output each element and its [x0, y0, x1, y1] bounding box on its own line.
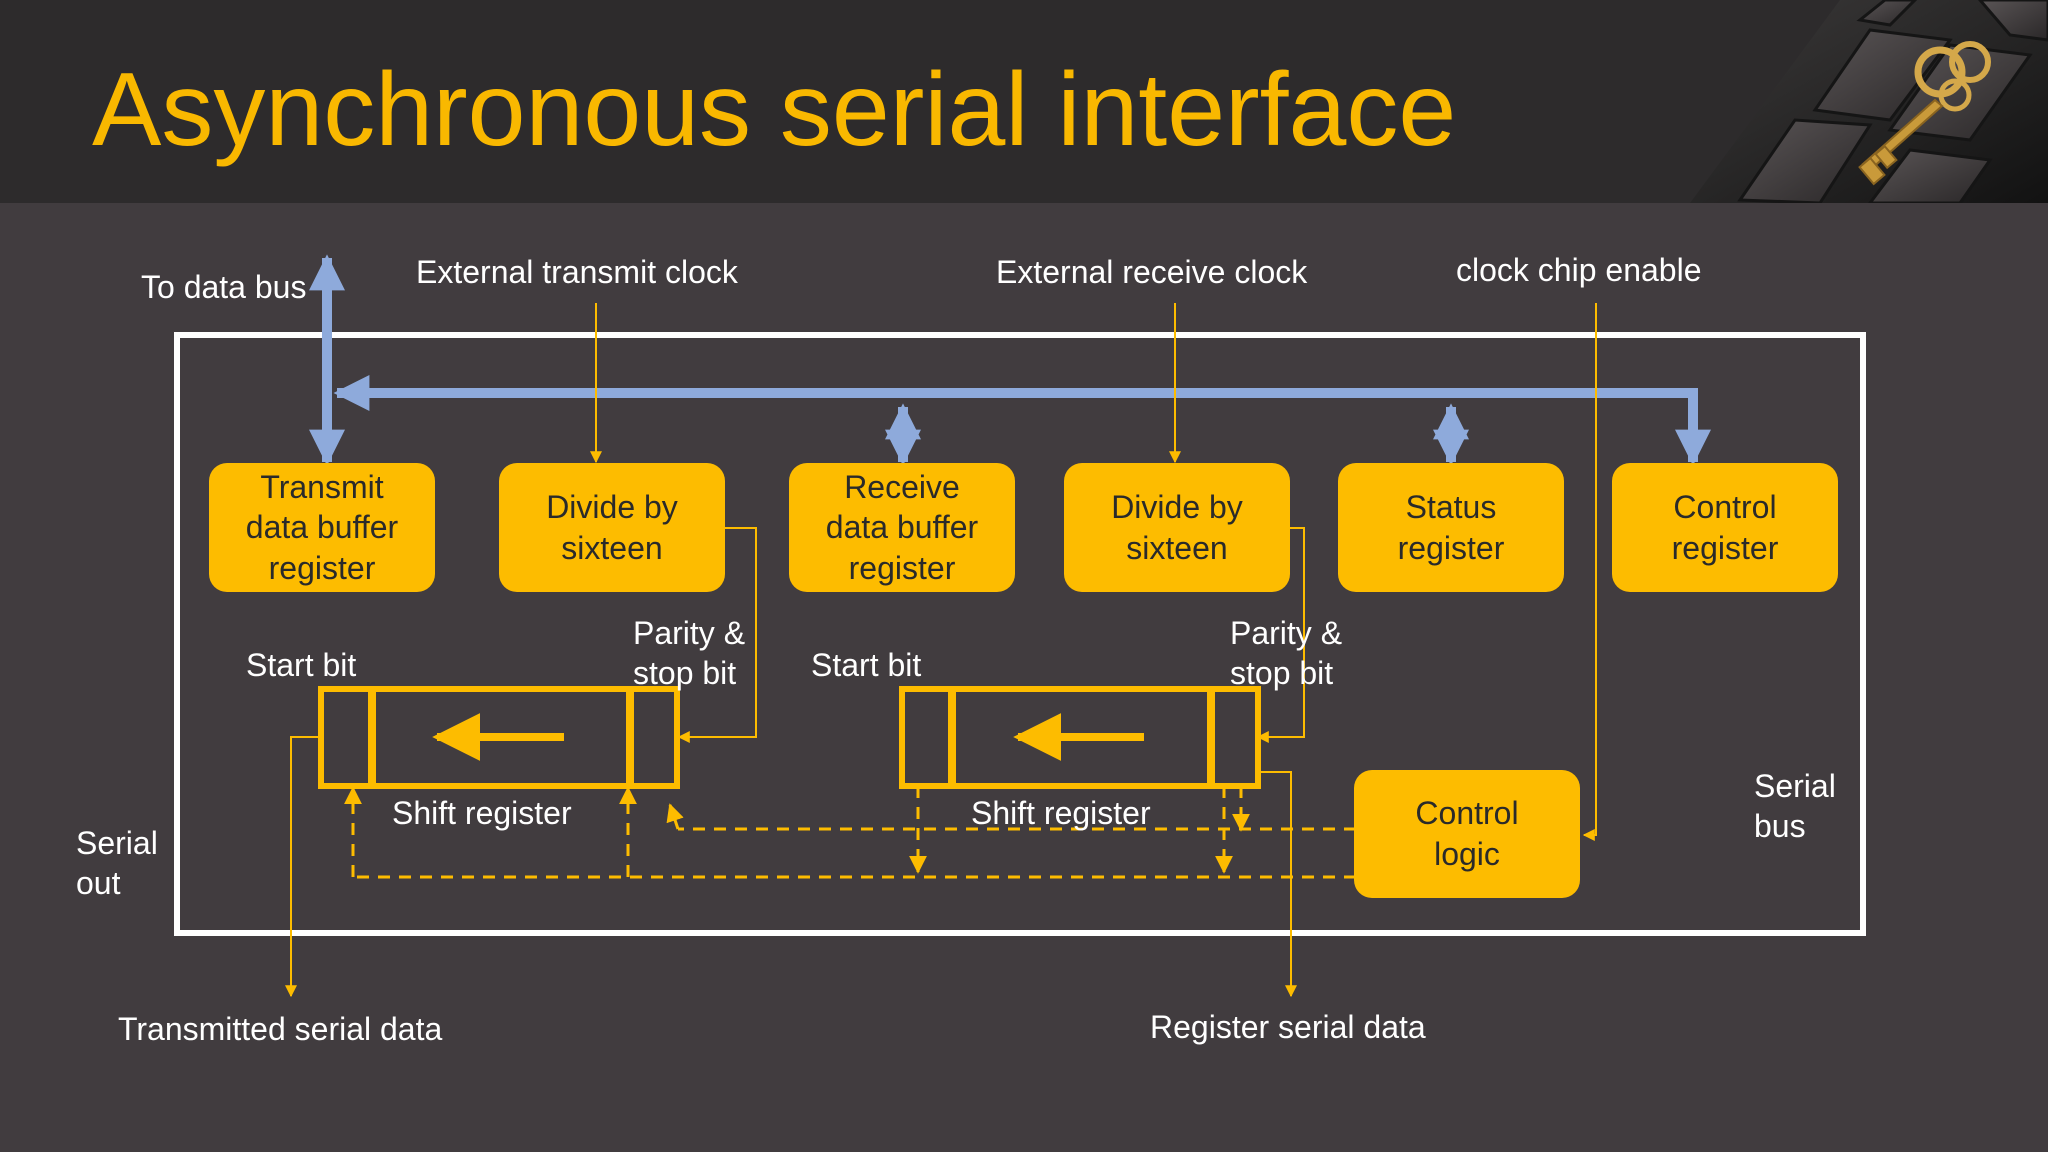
- parity-stop-bit-tx-label: Parity & stop bit: [633, 615, 746, 691]
- register-serial-data-label: Register serial data: [1150, 1009, 1426, 1045]
- control-register-label: Control register: [1671, 488, 1779, 566]
- page-title: Asynchronous serial interface: [92, 52, 1457, 168]
- control-dashed-lines: [344, 786, 1356, 879]
- interface-frame: [174, 332, 1866, 936]
- status-register: Status register: [1338, 463, 1564, 592]
- data-bus: [309, 254, 1711, 466]
- receive-data-buffer-register: Receive data buffer register: [789, 463, 1015, 592]
- serial-bus-label: Serial bus: [1754, 768, 1836, 844]
- status-register-label: Status register: [1397, 488, 1505, 566]
- keyboard-key-decoration: [1690, 0, 2048, 203]
- shift-register-tx-label: Shift register: [392, 795, 572, 831]
- transmitted-serial-data-label: Transmitted serial data: [118, 1011, 443, 1047]
- divide-rx-label: Divide by sixteen: [1111, 488, 1243, 566]
- shift-register-tx-shape: [318, 686, 680, 789]
- transmit-data-buffer-register: Transmit data buffer register: [209, 463, 435, 592]
- clock-lines: [285, 303, 1597, 998]
- to-data-bus-label: To data bus: [141, 269, 307, 305]
- external-receive-clock-label: External receive clock: [996, 254, 1308, 290]
- receive-data-buffer-label: Receive data buffer register: [825, 468, 979, 586]
- key-icon: [1858, 41, 1991, 186]
- serial-out-label: Serial out: [76, 825, 158, 901]
- shift-register-rx-label: Shift register: [971, 795, 1151, 831]
- header-bar: [0, 0, 2048, 203]
- control-logic-label: Control logic: [1415, 795, 1519, 872]
- clock-chip-enable-label: clock chip enable: [1456, 252, 1702, 288]
- shift-register-rx-shape: [899, 686, 1261, 789]
- divide-tx-label: Divide by sixteen: [546, 488, 678, 566]
- divide-by-sixteen-rx: Divide by sixteen: [1064, 463, 1290, 592]
- divide-by-sixteen-tx: Divide by sixteen: [499, 463, 725, 592]
- transmit-data-buffer-label: Transmit data buffer register: [245, 468, 399, 586]
- start-bit-rx-label: Start bit: [811, 647, 922, 683]
- control-logic: Control logic: [1354, 770, 1580, 898]
- start-bit-tx-label: Start bit: [246, 647, 357, 683]
- external-transmit-clock-label: External transmit clock: [416, 254, 738, 290]
- parity-stop-bit-rx-label: Parity & stop bit: [1230, 615, 1343, 691]
- control-register: Control register: [1612, 463, 1838, 592]
